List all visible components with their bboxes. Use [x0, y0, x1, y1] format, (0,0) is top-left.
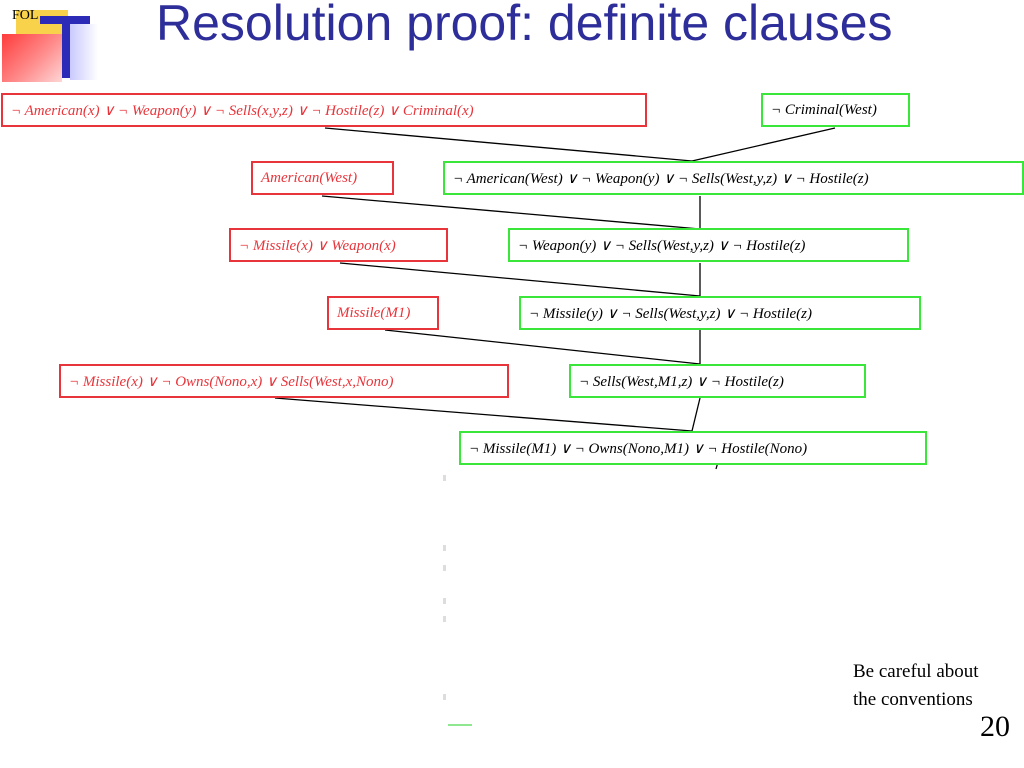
clause-text: ¬ Missile(y) ∨ ¬ Sells(West,y,z) ∨ ¬ Hos… — [529, 305, 812, 322]
clause-text: ¬ American(West) ∨ ¬ Weapon(y) ∨ ¬ Sells… — [453, 170, 869, 187]
resolvent-3: ¬ Missile(y) ∨ ¬ Sells(West,y,z) ∨ ¬ Hos… — [519, 296, 921, 330]
resolvent-1: ¬ American(West) ∨ ¬ Weapon(y) ∨ ¬ Sells… — [443, 161, 1024, 195]
clause-negated-goal: ¬ Criminal(West) — [761, 93, 910, 127]
edge-r4-to-r5 — [691, 397, 701, 432]
clause-text: Missile(M1) — [337, 304, 411, 321]
edge-missile-weapon-to-r3 — [339, 262, 701, 297]
clause-text: ¬ Missile(x) ∨ ¬ Owns(Nono,x) ∨ Sells(We… — [69, 373, 394, 390]
edge-rule-to-r1 — [324, 127, 693, 162]
resolvent-2: ¬ Weapon(y) ∨ ¬ Sells(West,y,z) ∨ ¬ Host… — [508, 228, 909, 262]
clause-fact-missile: Missile(M1) — [327, 296, 439, 330]
clause-fact-american: American(West) — [251, 161, 394, 195]
faint-mark — [443, 545, 446, 551]
clause-text: ¬ Weapon(y) ∨ ¬ Sells(West,y,z) ∨ ¬ Host… — [518, 237, 806, 254]
note-line-2: the conventions — [853, 689, 973, 710]
clause-text: ¬ Missile(M1) ∨ ¬ Owns(Nono,M1) ∨ ¬ Host… — [469, 440, 808, 457]
fol-logo: FOL — [0, 0, 100, 85]
clause-missile-is-weapon: ¬ Missile(x) ∨ Weapon(x) — [229, 228, 448, 262]
conventions-note: Be careful about the conventions — [853, 658, 979, 714]
faint-mark — [443, 475, 446, 481]
resolvent-5: ¬ Missile(M1) ∨ ¬ Owns(Nono,M1) ∨ ¬ Host… — [459, 431, 927, 465]
clause-sells-rule: ¬ Missile(x) ∨ ¬ Owns(Nono,x) ∨ Sells(We… — [59, 364, 509, 398]
edge-american-to-r2 — [321, 195, 701, 230]
slide-title: Resolution proof: definite clauses — [156, 0, 893, 51]
clause-text: American(West) — [261, 169, 358, 186]
resolvent-4: ¬ Sells(West,M1,z) ∨ ¬ Hostile(z) — [569, 364, 866, 398]
faint-green-mark — [448, 724, 472, 726]
clause-text: ¬ Missile(x) ∨ Weapon(x) — [239, 237, 396, 254]
edge-goal-to-r1 — [691, 127, 836, 162]
faint-mark — [443, 598, 446, 604]
note-line-1: Be careful about — [853, 661, 979, 682]
clause-criminal-rule: ¬ American(x) ∨ ¬ Weapon(y) ∨ ¬ Sells(x,… — [1, 93, 647, 127]
faint-mark — [443, 565, 446, 571]
logo-label: FOL — [12, 8, 39, 23]
edge-missile-to-r4 — [384, 329, 701, 365]
faint-mark — [443, 616, 446, 622]
faint-mark — [443, 694, 446, 700]
clause-text: ¬ Criminal(West) — [771, 101, 877, 118]
edge-sells-to-r5 — [274, 397, 693, 432]
clause-text: ¬ American(x) ∨ ¬ Weapon(y) ∨ ¬ Sells(x,… — [11, 102, 474, 119]
clause-text: ¬ Sells(West,M1,z) ∨ ¬ Hostile(z) — [579, 373, 784, 390]
